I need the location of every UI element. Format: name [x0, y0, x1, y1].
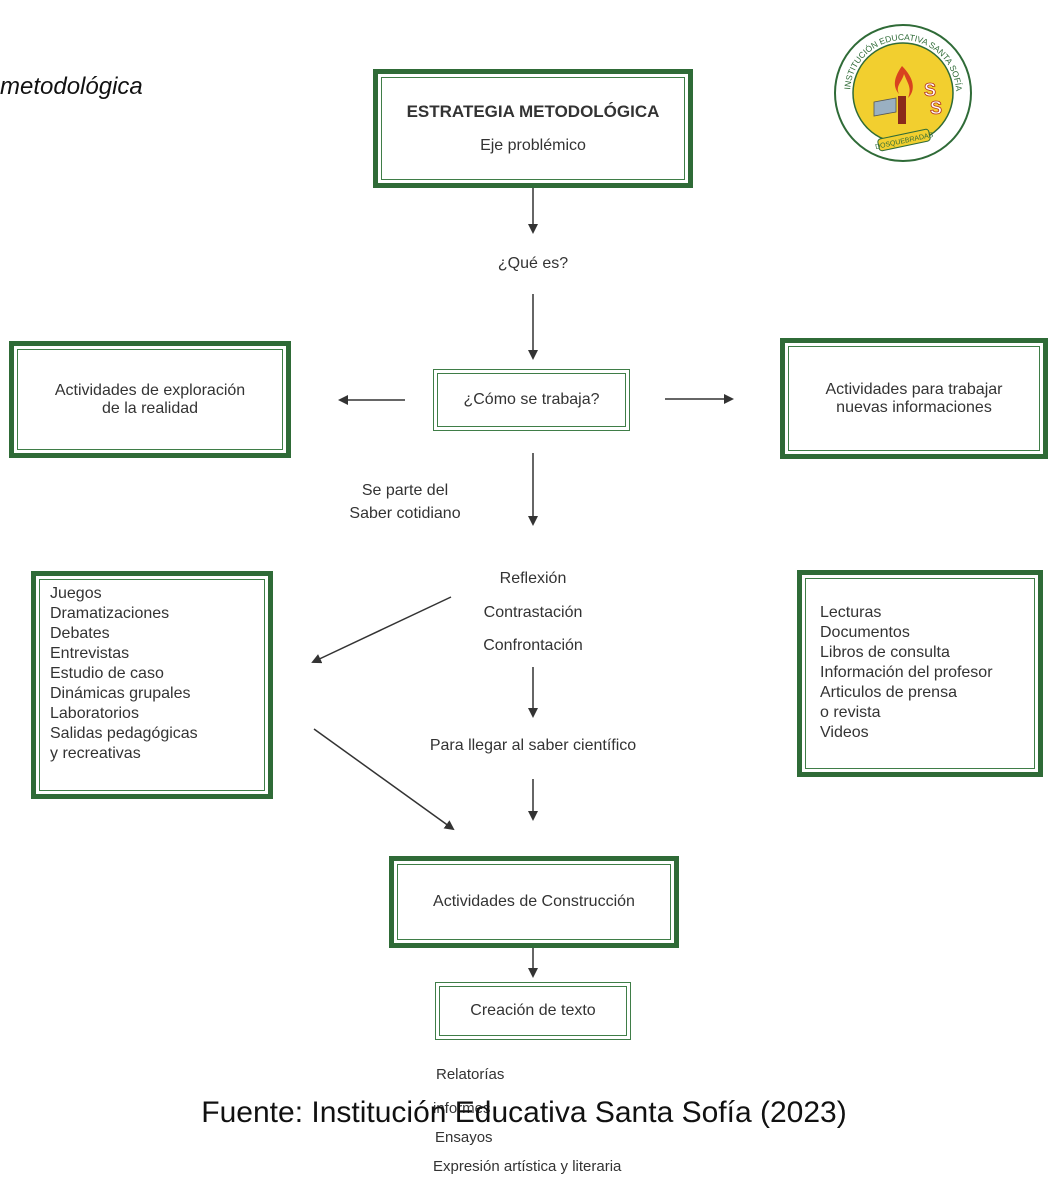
construction-activities-box: Actividades de Construcción	[389, 856, 679, 948]
list-item: Libros de consulta	[820, 644, 950, 661]
output-ensayos: Ensayos	[435, 1129, 493, 1146]
list-item: Entrevistas	[50, 645, 130, 662]
list-item: Articulos de prensa	[820, 684, 957, 701]
svg-text:S: S	[924, 80, 936, 100]
new-info-line2: nuevas informaciones	[836, 398, 992, 416]
list-item: Dinámicas grupales	[50, 685, 191, 702]
new-information-activities-box: Actividades para trabajar nuevas informa…	[780, 338, 1048, 459]
step-confrontacion: Confrontación	[483, 637, 583, 654]
output-informes: informes	[433, 1100, 491, 1117]
step-reflexion: Reflexión	[499, 570, 567, 587]
list-item: Documentos	[820, 624, 910, 641]
arrow-steps-to-left-list	[311, 596, 452, 664]
list-item: Debates	[50, 625, 110, 642]
book-icon	[873, 97, 897, 117]
arrow-left-list-to-construction	[313, 728, 455, 831]
list-item: Videos	[820, 724, 869, 741]
new-info-line1: Actividades para trabajar	[825, 380, 1003, 398]
new-information-list-box: Lecturas Documentos Libros de consulta I…	[797, 570, 1043, 777]
para-llegar-label: Para llegar al saber científico	[429, 737, 637, 754]
text-creation-box: Creación de texto	[435, 982, 631, 1040]
se-parte-line2: Saber cotidiano	[349, 505, 461, 522]
strategy-title: ESTRATEGIA METODOLÓGICA	[406, 101, 660, 121]
list-item: Juegos	[50, 585, 102, 602]
list-item: Laboratorios	[50, 705, 139, 722]
list-item: Estudio de caso	[50, 665, 164, 682]
list-item: Información del profesor	[820, 664, 993, 681]
strategy-box: ESTRATEGIA METODOLÓGICA Eje problémico	[373, 69, 693, 188]
construction-label: Actividades de Construcción	[433, 893, 635, 910]
list-item: o revista	[820, 704, 881, 721]
exploration-list-box: Juegos Dramatizaciones Debates Entrevist…	[31, 571, 273, 799]
text-creation-label: Creación de texto	[439, 986, 627, 1036]
se-parte-label: Se parte del Saber cotidiano	[330, 479, 480, 525]
como-se-trabaja-box: ¿Cómo se trabaja?	[433, 369, 630, 431]
svg-text:S: S	[930, 98, 942, 118]
exploration-activities-box: Actividades de exploración de la realida…	[9, 341, 291, 458]
output-relatorias: Relatorías	[436, 1066, 505, 1083]
list-item: y recreativas	[50, 745, 141, 762]
school-seal-logo: S S INSTITUCIÓN EDUCATIVA SANTA SOFÍA DO…	[834, 24, 972, 162]
step-contrastacion: Contrastación	[483, 604, 583, 621]
exploration-line1: Actividades de exploración	[54, 381, 246, 399]
figure-caption: Fuente: Institución Educativa Santa Sofí…	[201, 1096, 847, 1129]
list-item: Salidas pedagógicas	[50, 725, 198, 742]
que-es-label: ¿Qué es?	[497, 255, 569, 272]
exploration-line2: de la realidad	[101, 399, 199, 417]
list-item: Lecturas	[820, 604, 882, 621]
como-se-trabaja-label: ¿Cómo se trabaja?	[437, 373, 626, 427]
flame-icon	[894, 66, 913, 98]
output-expresion: Expresión artística y literaria	[433, 1158, 622, 1175]
list-item: Dramatizaciones	[50, 605, 170, 622]
page-heading: metodológica	[0, 73, 143, 100]
strategy-subtitle: Eje problémico	[480, 136, 586, 154]
se-parte-line1: Se parte del	[361, 482, 449, 499]
